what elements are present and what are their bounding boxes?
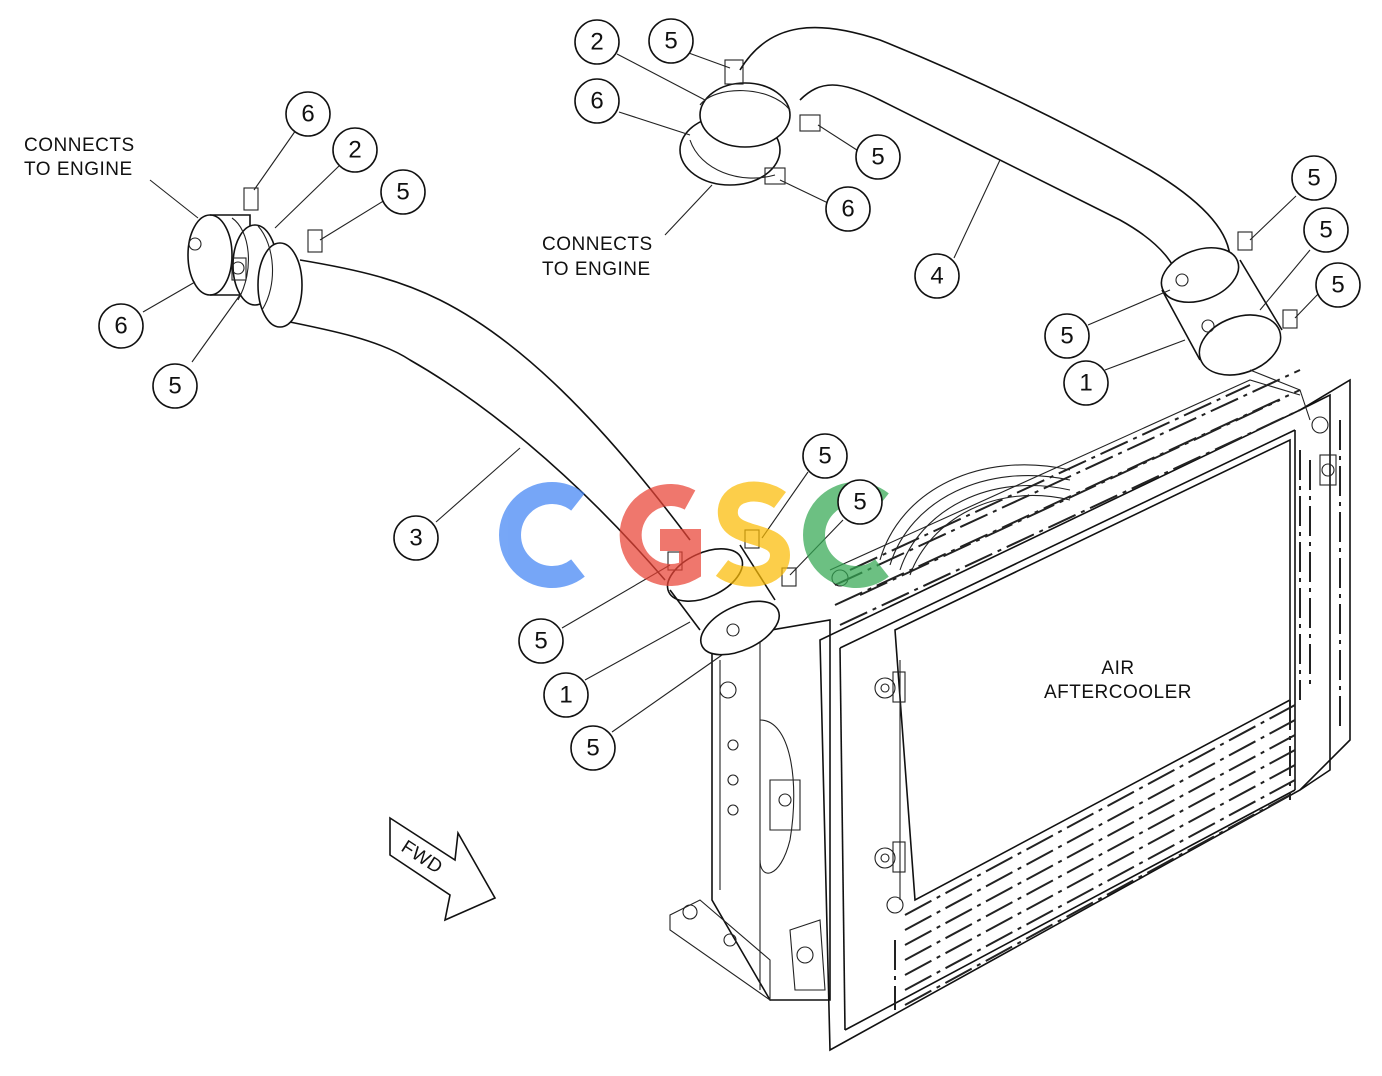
callout-2-top: 2 [574,19,620,65]
connects-top-line2: TO ENGINE [542,259,651,280]
svg-text:5: 5 [853,489,866,516]
svg-text:6: 6 [114,313,127,340]
svg-text:6: 6 [841,196,854,223]
svg-text:1: 1 [559,682,572,709]
callout-1-mid: 1 [543,672,589,718]
callout-5-right-a: 5 [1291,155,1337,201]
svg-text:5: 5 [534,628,547,655]
connects-left-line1: CONNECTS [24,135,135,156]
svg-text:3: 3 [409,525,422,552]
svg-text:5: 5 [664,28,677,55]
watermark-letter-s [715,481,791,587]
callout-3: 3 [393,515,439,561]
svg-text:5: 5 [1060,323,1073,350]
callout-6-left-top: 6 [285,91,331,137]
svg-text:1: 1 [1079,370,1092,397]
callout-5-right-c: 5 [1315,262,1361,308]
connects-top-line1: CONNECTS [542,234,653,255]
svg-text:2: 2 [348,137,361,164]
svg-text:5: 5 [168,373,181,400]
watermark-letter-g [619,484,701,586]
tube-3 [187,187,797,656]
callout-6-left-bottom: 6 [98,303,144,349]
callout-5-left-top: 5 [380,169,426,215]
watermark-letter-c1 [499,482,585,588]
aftercooler-label-line1: AIR [1101,658,1134,679]
svg-text:5: 5 [396,179,409,206]
callout-5-mid-a: 5 [802,433,848,479]
svg-text:2: 2 [590,29,603,56]
callout-5-mid-b: 5 [837,479,883,525]
callout-5-mid-c: 5 [518,618,564,664]
svg-text:5: 5 [1307,165,1320,192]
callout-1-right: 1 [1063,360,1109,406]
connects-to-engine-top: CONNECTS TO ENGINE [542,184,713,280]
svg-text:5: 5 [586,735,599,762]
callout-bubbles: 6 2 5 6 5 2 5 6 5 6 4 5 5 5 5 1 3 5 5 5 … [98,18,1361,771]
connects-to-engine-left: CONNECTS TO ENGINE [24,135,199,219]
air-aftercooler: AIR AFTERCOOLER [669,369,1351,1052]
callout-6-top: 6 [574,78,620,124]
callout-4: 4 [914,253,960,299]
svg-text:4: 4 [930,263,943,290]
tube-4 [679,26,1311,421]
aftercooler-label-line2: AFTERCOOLER [1044,682,1192,703]
callout-5-top-right: 5 [855,134,901,180]
svg-text:5: 5 [871,144,884,171]
callout-5-left-bottom: 5 [152,363,198,409]
callout-5-mid-d: 5 [570,725,616,771]
callout-6-top-right: 6 [825,186,871,232]
leader-lines [142,51,1321,733]
svg-text:5: 5 [1319,217,1332,244]
svg-text:6: 6 [301,101,314,128]
svg-text:5: 5 [1331,272,1344,299]
callout-5-right-d: 5 [1044,313,1090,359]
cgsc-watermark [499,481,889,588]
callout-5-top: 5 [648,18,694,64]
fwd-arrow-icon: FWD [389,816,497,922]
svg-text:5: 5 [818,443,831,470]
callout-2-left: 2 [332,127,378,173]
connects-left-line2: TO ENGINE [24,159,133,180]
callout-5-right-b: 5 [1303,207,1349,253]
svg-text:6: 6 [590,88,603,115]
